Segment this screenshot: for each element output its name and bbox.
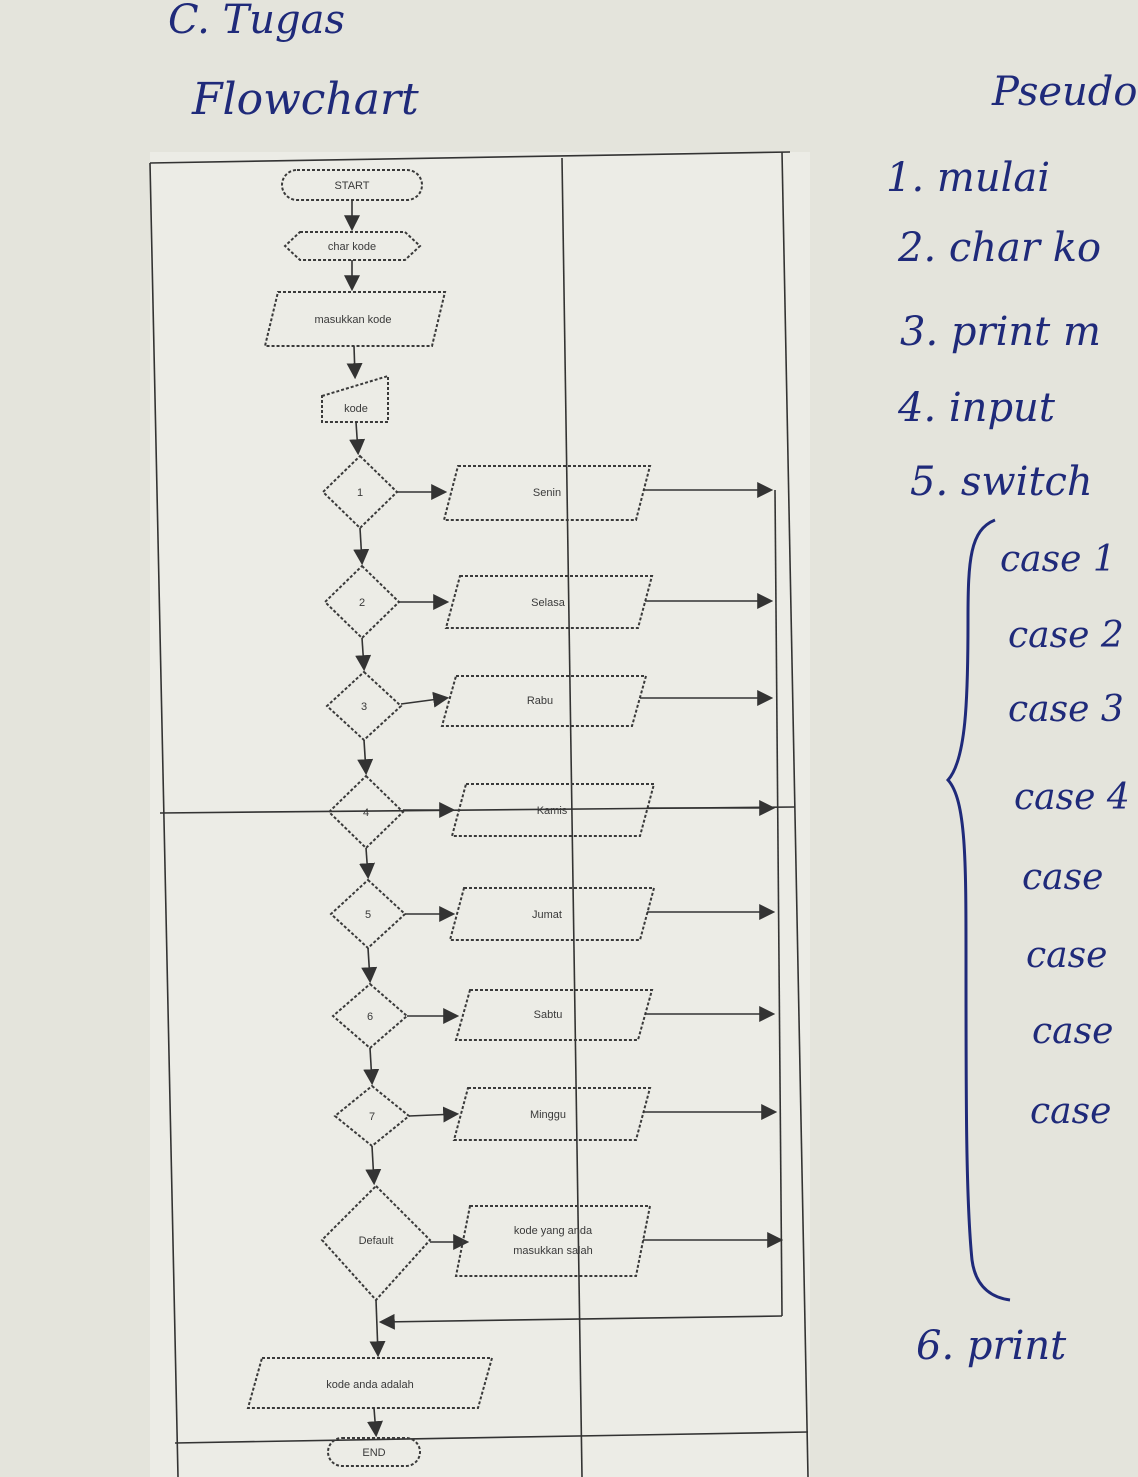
arrow bbox=[353, 527, 370, 566]
case-output: Selasa bbox=[531, 597, 566, 609]
output-parallelogram bbox=[452, 1087, 652, 1141]
declare-label: char kode bbox=[328, 241, 376, 253]
case-output: Jumat bbox=[532, 909, 562, 921]
arrow bbox=[359, 847, 376, 880]
input-manual-shape bbox=[321, 374, 389, 423]
case-branch-4: 4 Kamis bbox=[327, 774, 776, 880]
output-parallelogram bbox=[448, 887, 656, 941]
pseudo-step-6: 6. print bbox=[916, 1326, 1066, 1366]
declare-shape bbox=[283, 231, 422, 261]
arrow bbox=[361, 947, 378, 984]
arrow bbox=[408, 1106, 460, 1123]
pseudo-case: case bbox=[1032, 1011, 1114, 1052]
case-branch-3: 3 Rabu bbox=[325, 670, 774, 776]
pseudo-step-5: 5. switch bbox=[910, 462, 1093, 502]
case-key: 4 bbox=[363, 807, 369, 819]
merge-line bbox=[774, 489, 783, 1317]
case-branch-1: 1 Senin bbox=[321, 454, 774, 566]
output-parallelogram bbox=[444, 575, 654, 629]
step-text: char ko bbox=[948, 225, 1102, 271]
arrow bbox=[369, 1299, 386, 1358]
table-bottom-line bbox=[174, 1431, 809, 1444]
step-number: 3. bbox=[900, 309, 939, 355]
table-center-line bbox=[561, 157, 583, 1477]
case-diamond bbox=[323, 564, 401, 640]
prompt-parallelogram bbox=[263, 291, 447, 347]
pseudo-case: case 4 bbox=[1014, 777, 1130, 818]
case-output: Rabu bbox=[527, 695, 553, 707]
step-number: 5. bbox=[910, 459, 949, 505]
step-text: print bbox=[966, 1323, 1067, 1369]
pseudo-step-4: 4. input bbox=[898, 388, 1055, 428]
pseudo-step-3: 3. print m bbox=[900, 312, 1101, 352]
step-number: 2. bbox=[898, 225, 937, 271]
merge-return-arrow bbox=[378, 1313, 783, 1330]
final-output-parallelogram bbox=[246, 1357, 494, 1409]
table-top-line bbox=[149, 151, 791, 164]
case-key: 6 bbox=[367, 1011, 373, 1023]
flowchart-title: Flowchart bbox=[192, 74, 419, 125]
input-label: kode bbox=[344, 403, 368, 415]
step-number: 1. bbox=[886, 155, 925, 201]
pseudocode-title: Pseudo bbox=[992, 69, 1138, 115]
table-left-line bbox=[149, 162, 179, 1477]
case-branch-2: 2 Selasa bbox=[323, 564, 774, 672]
case-key: 5 bbox=[365, 909, 371, 921]
case-key: 7 bbox=[369, 1111, 375, 1123]
output-parallelogram bbox=[450, 783, 656, 837]
start-label: START bbox=[334, 180, 369, 192]
step-text: input bbox=[948, 385, 1055, 431]
pseudo-case: case bbox=[1030, 1091, 1112, 1132]
case-output: Senin bbox=[533, 487, 561, 499]
case-key: 2 bbox=[359, 597, 365, 609]
output-parallelogram bbox=[440, 675, 648, 727]
case-branch-5: 5 Jumat bbox=[329, 878, 776, 984]
arrow bbox=[357, 739, 374, 776]
pseudo-step-1: 1. mulai bbox=[886, 158, 1050, 198]
case-key: 3 bbox=[361, 701, 367, 713]
flowchart-diagram: START char kode masukkan kode kode 1 Sen… bbox=[149, 151, 1011, 1477]
pseudo-case: case 1 bbox=[1000, 539, 1116, 580]
section-heading: C. Tugas bbox=[168, 0, 346, 43]
case-output: Kamis bbox=[537, 805, 568, 817]
case-diamond bbox=[327, 774, 405, 850]
case-branch-7: 7 Minggu bbox=[333, 1084, 778, 1186]
pseudo-case: case bbox=[1022, 857, 1104, 898]
pseudo-case: case 2 bbox=[1008, 615, 1124, 656]
arrow bbox=[367, 1407, 383, 1438]
end-terminal bbox=[327, 1437, 421, 1467]
case-output: Minggu bbox=[530, 1109, 566, 1121]
paper-sheet bbox=[150, 152, 810, 1477]
default-key: Default bbox=[359, 1235, 394, 1247]
switch-brace bbox=[945, 518, 1011, 1302]
pseudo-step-2: 2. char ko bbox=[898, 228, 1101, 268]
final-output-label: kode anda adalah bbox=[326, 1379, 413, 1391]
arrow bbox=[346, 345, 363, 380]
end-label: END bbox=[362, 1447, 385, 1459]
step-number: 4. bbox=[898, 385, 937, 431]
step-text: switch bbox=[960, 459, 1093, 505]
case-diamond bbox=[321, 454, 399, 530]
arrow bbox=[349, 421, 366, 456]
arrow bbox=[355, 637, 372, 672]
default-output-parallelogram bbox=[454, 1205, 652, 1277]
default-output-line1: kode yang anda bbox=[514, 1225, 593, 1237]
default-output-line2: masukkan salah bbox=[513, 1245, 593, 1257]
arrow bbox=[400, 691, 450, 708]
table-right-line bbox=[781, 151, 809, 1477]
output-parallelogram bbox=[442, 465, 652, 521]
prompt-label: masukkan kode bbox=[314, 314, 391, 326]
pseudo-case: case 3 bbox=[1008, 689, 1124, 730]
arrow bbox=[365, 1145, 382, 1186]
arrow bbox=[363, 1047, 380, 1086]
pseudo-case: case bbox=[1026, 935, 1108, 976]
case-branch-6: 6 Sabtu bbox=[331, 982, 776, 1086]
output-parallelogram bbox=[454, 989, 654, 1041]
case-key: 1 bbox=[357, 487, 363, 499]
step-text: print m bbox=[950, 309, 1101, 355]
step-number: 6. bbox=[916, 1323, 955, 1369]
case-output: Sabtu bbox=[534, 1009, 563, 1021]
step-text: mulai bbox=[936, 155, 1051, 201]
